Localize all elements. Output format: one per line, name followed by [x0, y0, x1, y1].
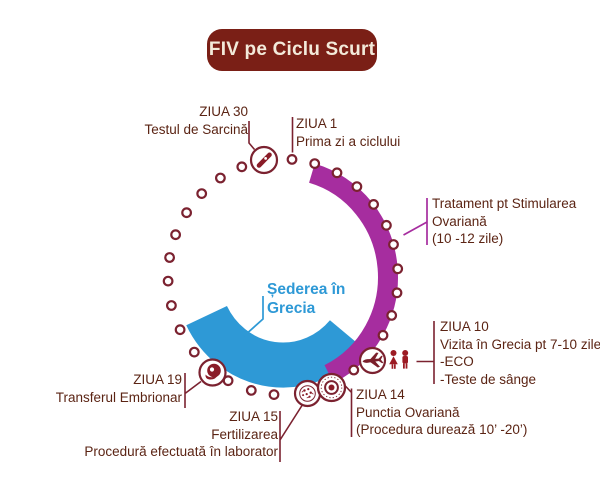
- diagram-title: FIV pe Ciclu Scurt: [207, 29, 377, 71]
- label-ziua-14: ZIUA 14 Punctia Ovariană (Procedura dure…: [356, 387, 528, 437]
- oocyte-icon: [316, 372, 347, 403]
- label-sederea-in-grecia: Șederea în Grecia: [267, 281, 346, 317]
- airplane-icon: [358, 346, 387, 375]
- day-dot: [392, 263, 404, 275]
- petri-dish-icon: [293, 379, 322, 408]
- day-dot: [188, 346, 200, 358]
- leader-line-ziua19: [184, 373, 202, 408]
- day-dot: [391, 287, 403, 299]
- leader-line-tratament: [403, 198, 428, 245]
- day-dot-ring: [162, 153, 404, 401]
- day-dot: [351, 181, 363, 193]
- leader-line-ziua15: [279, 405, 303, 462]
- day-dot: [331, 167, 343, 179]
- pregnancy-test-icon: [249, 145, 279, 175]
- day-dot: [348, 364, 360, 376]
- day-dot: [236, 161, 248, 173]
- day-dot: [196, 188, 208, 200]
- day-dot: [164, 252, 176, 263]
- day-dot: [386, 310, 398, 321]
- label-ziua-1: ZIUA 1 Prima zi a ciclului: [296, 116, 401, 149]
- leader-line-sederea: [242, 296, 264, 338]
- day-dot: [245, 385, 257, 396]
- day-dot: [286, 153, 298, 165]
- stimulation-arc: [308, 163, 398, 384]
- label-ziua-15: ZIUA 15 Fertilizarea Procedură efectuată…: [84, 409, 278, 459]
- day-dot: [268, 389, 280, 401]
- day-dot: [381, 219, 392, 231]
- day-dot: [174, 324, 186, 336]
- day-dot: [165, 300, 177, 311]
- label-ziua-30: ZIUA 30 Testul de Sarcină: [144, 104, 248, 137]
- day-dot: [368, 198, 380, 210]
- day-dot: [162, 275, 174, 287]
- leader-line-ziua30: [248, 121, 256, 151]
- embryo-icon: [198, 358, 227, 387]
- leader-line-ziua10: [416, 321, 435, 384]
- day-dot: [309, 158, 321, 170]
- day-dot: [388, 239, 399, 250]
- day-dot: [377, 329, 389, 341]
- greece-stay-arc: [186, 305, 365, 388]
- label-ziua-19: ZIUA 19 Transferul Embrionar: [55, 372, 182, 405]
- day-dot: [214, 172, 226, 184]
- label-ziua-10: ZIUA 10 Vizita în Grecia pt 7-10 zile -E…: [440, 319, 600, 387]
- label-tratament: Tratament pt Stimularea Ovariană (10 -12…: [432, 196, 577, 246]
- couple-icon: [389, 350, 409, 369]
- day-dot: [181, 207, 193, 219]
- day-dot: [170, 229, 182, 241]
